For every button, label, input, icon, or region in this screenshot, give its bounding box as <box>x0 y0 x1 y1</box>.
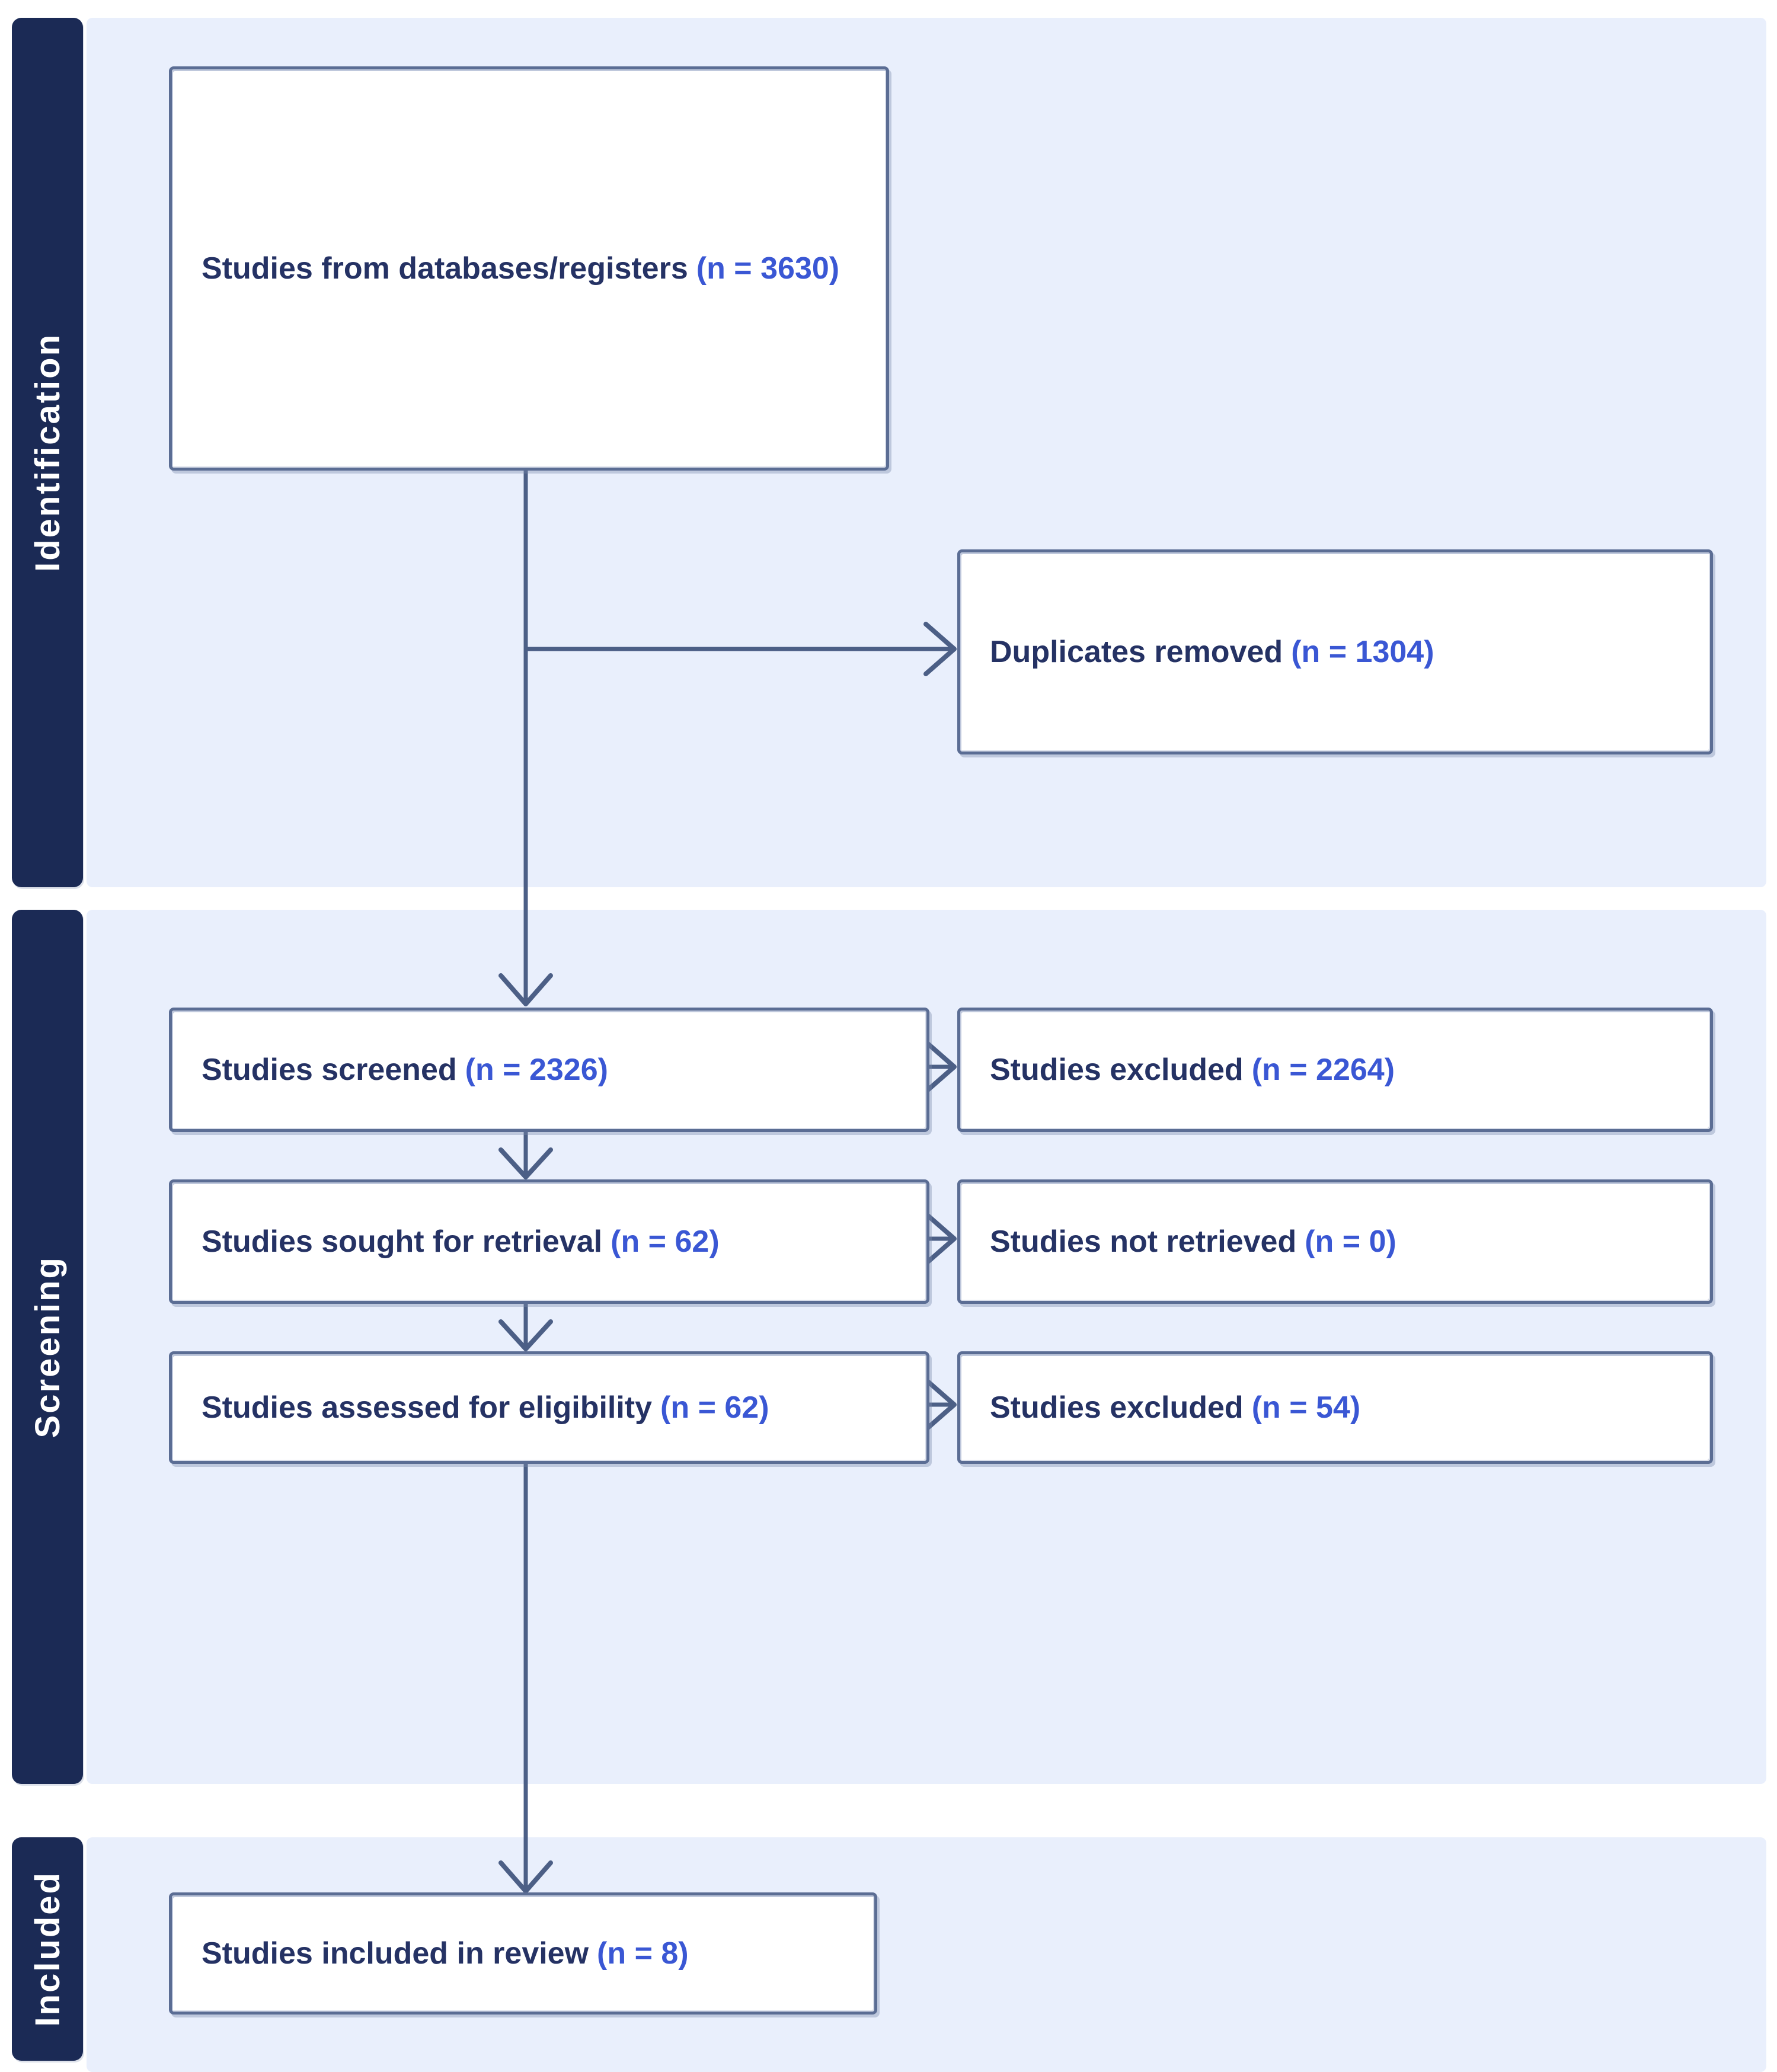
box-studies-not-retrieved-text: Studies not retrieved(n = 0) <box>960 1223 1414 1261</box>
box-studies-not-retrieved: Studies not retrieved(n = 0) <box>957 1179 1713 1304</box>
arrowhead-down-screened <box>498 973 553 1006</box>
connector-branch-to-duplicates <box>526 622 957 676</box>
box-duplicates-removed-label: Duplicates removed <box>990 634 1283 669</box>
connector-assessed-to-included <box>498 1458 553 1894</box>
arrowhead-down-included <box>498 1860 553 1894</box>
connector-screened-to-sought <box>498 1126 553 1179</box>
sidebar-bar-screening: Screening <box>12 910 83 1784</box>
connector-sought-to-assessed <box>498 1298 553 1351</box>
box-studies-excluded-screening-label: Studies excluded <box>990 1052 1244 1087</box>
box-databases-count: (n = 3630) <box>696 251 840 286</box>
box-studies-excluded-screening-text: Studies excluded(n = 2264) <box>960 1051 1412 1089</box>
box-databases: Studies from databases/registers(n = 363… <box>169 66 889 471</box>
box-studies-screened: Studies screened(n = 2326) <box>169 1008 929 1132</box>
arrowhead-right-excluded-eligibility <box>923 1377 957 1432</box>
arrowhead-right-not-retrieved <box>923 1211 957 1266</box>
box-studies-sought-label: Studies sought for retrieval <box>202 1224 603 1259</box>
arrowhead-down-sought <box>498 1147 553 1179</box>
box-studies-included-text: Studies included in review(n = 8) <box>172 1934 707 1973</box>
box-studies-included: Studies included in review(n = 8) <box>169 1892 877 2015</box>
box-studies-screened-text: Studies screened(n = 2326) <box>172 1051 626 1089</box>
box-studies-excluded-eligibility-text: Studies excluded(n = 54) <box>960 1389 1378 1427</box>
box-studies-assessed-label: Studies assessed for eligibility <box>202 1390 653 1425</box>
box-studies-not-retrieved-count: (n = 0) <box>1305 1224 1396 1259</box>
sidebar-bar-identification: Identification <box>12 18 83 887</box>
box-studies-screened-count: (n = 2326) <box>465 1052 608 1087</box>
box-duplicates-removed: Duplicates removed(n = 1304) <box>957 549 1713 754</box>
box-databases-label: Studies from databases/registers <box>202 251 688 286</box>
arrowhead-down-assessed <box>498 1319 553 1351</box>
arrowhead-right-duplicates <box>923 622 957 676</box>
sidebar-bar-included: Included <box>12 1837 83 2061</box>
box-studies-excluded-eligibility: Studies excluded(n = 54) <box>957 1351 1713 1464</box>
box-studies-sought-text: Studies sought for retrieval(n = 62) <box>172 1223 737 1261</box>
box-studies-sought: Studies sought for retrieval(n = 62) <box>169 1179 929 1304</box>
box-studies-included-label: Studies included in review <box>202 1936 589 1971</box>
box-studies-included-count: (n = 8) <box>597 1936 689 1971</box>
box-studies-assessed-count: (n = 62) <box>660 1390 769 1425</box>
connector-databases-to-screened <box>498 465 553 1006</box>
box-studies-excluded-eligibility-count: (n = 54) <box>1251 1390 1361 1425</box>
box-studies-assessed: Studies assessed for eligibility(n = 62) <box>169 1351 929 1464</box>
box-studies-assessed-text: Studies assessed for eligibility(n = 62) <box>172 1389 787 1427</box>
arrowhead-right-excluded-screening <box>923 1040 957 1094</box>
box-studies-not-retrieved-label: Studies not retrieved <box>990 1224 1297 1259</box>
box-duplicates-removed-text: Duplicates removed(n = 1304) <box>960 633 1452 672</box>
box-studies-screened-label: Studies screened <box>202 1052 457 1087</box>
box-databases-text: Studies from databases/registers(n = 363… <box>172 250 857 288</box>
box-studies-excluded-screening-count: (n = 2264) <box>1251 1052 1395 1087</box>
box-studies-excluded-screening: Studies excluded(n = 2264) <box>957 1008 1713 1132</box>
box-studies-sought-count: (n = 62) <box>611 1224 720 1259</box>
box-studies-excluded-eligibility-label: Studies excluded <box>990 1390 1244 1425</box>
box-duplicates-removed-count: (n = 1304) <box>1291 634 1434 669</box>
